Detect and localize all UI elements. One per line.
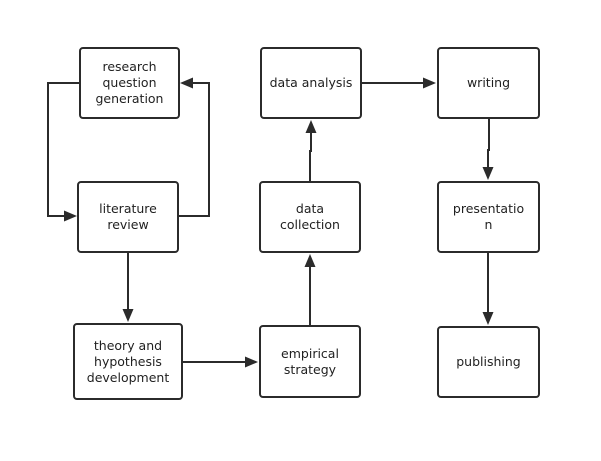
edge-analysis-to-writing: [362, 77, 436, 89]
node-label: theory and hypothesis development: [86, 337, 170, 385]
arrowhead: [122, 309, 134, 322]
edge-research-to-literature: [47, 82, 79, 222]
arrowhead: [423, 77, 436, 89]
node-presentation: presentation: [437, 181, 540, 253]
node-label: presentation: [452, 201, 525, 232]
node-label: empirical strategy: [281, 345, 339, 377]
arrowhead: [64, 210, 77, 222]
node-literature-review: literature review: [77, 181, 179, 253]
edge-writing-to-presentation: [482, 119, 494, 180]
node-label: research question generation: [95, 59, 164, 106]
node-publishing: publishing: [437, 326, 540, 398]
node-empirical-strategy: empirical strategy: [259, 325, 361, 398]
node-label: data analysis: [269, 75, 353, 90]
edge-collection-to-analysis: [305, 120, 317, 181]
arrowhead: [482, 312, 494, 325]
arrowhead: [180, 77, 193, 89]
arrowhead: [245, 356, 258, 368]
edge-literature-to-theory: [122, 253, 134, 322]
edge-presentation-to-publishing: [482, 253, 494, 325]
node-label: literature review: [99, 201, 157, 232]
edge-strategy-to-collection: [304, 254, 316, 325]
arrowhead: [304, 254, 316, 267]
node-writing: writing: [437, 47, 540, 119]
node-label: writing: [466, 75, 511, 90]
edge-theory-to-strategy: [183, 356, 258, 368]
arrowhead: [482, 167, 494, 180]
node-research-question-generation: research question generation: [79, 47, 180, 119]
node-data-collection: data collection: [259, 181, 361, 253]
node-theory-and-hypothesis-development: theory and hypothesis development: [73, 323, 183, 400]
node-label: data collection: [280, 201, 340, 232]
node-label: publishing: [456, 354, 521, 369]
edge-literature-to-research: [179, 77, 210, 217]
arrowhead: [305, 120, 317, 133]
node-data-analysis: data analysis: [260, 47, 362, 119]
